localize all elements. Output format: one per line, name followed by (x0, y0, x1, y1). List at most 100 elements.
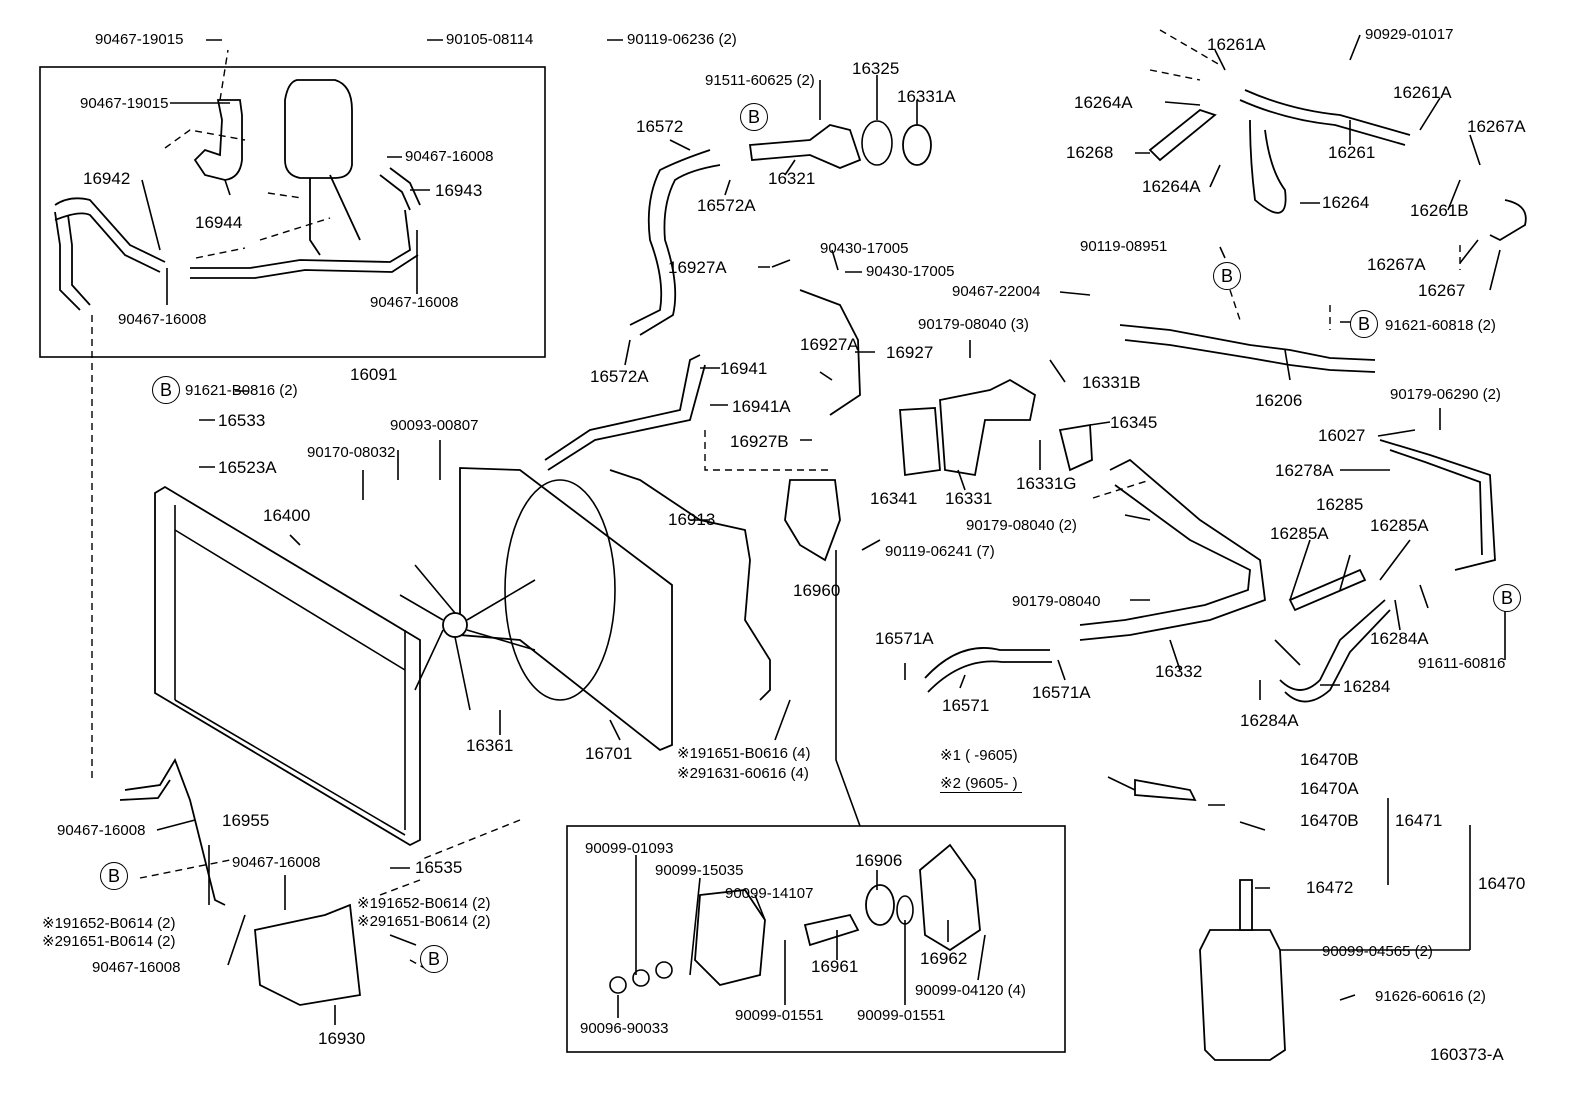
reservoir-group-box (39, 66, 546, 358)
label-16942: 16942 (83, 169, 131, 188)
label-90467-16008-d: 90467-16008 (57, 822, 146, 839)
label-16331B: 16331B (1082, 373, 1141, 392)
label-16533: 16533 (218, 411, 266, 430)
fan-16361 (399, 564, 536, 711)
hose-16267 (1489, 199, 1527, 242)
label-90099-01551-b: 90099-01551 (857, 1007, 946, 1024)
pipe-16027 (1379, 439, 1496, 571)
label-16261A-b: 16261A (1393, 83, 1452, 102)
cooler-16930 (254, 903, 361, 1006)
label-90467-16008-f: 90467-16008 (92, 959, 181, 976)
label-16285A-b: 16285A (1370, 516, 1429, 535)
label-90099-15035: 90099-15035 (655, 862, 744, 879)
label-16331: 16331 (945, 489, 993, 508)
label-90096-90033: 90096-90033 (580, 1020, 669, 1037)
label-16943: 16943 (435, 181, 483, 200)
label-16264A-b: 16264A (1142, 177, 1201, 196)
diagram-id: 160373-A (1430, 1045, 1504, 1064)
note-1-line: ※191651-B0616 (4) (677, 745, 811, 762)
mark-2: ※2 (677, 765, 698, 782)
label-91652-B0614-right: ※191652-B0614 (2) (357, 895, 491, 912)
gasket-16341 (899, 407, 941, 477)
code-91652-B0614: 91652-B0614 (2) (62, 915, 176, 932)
note-2-line: ※291631-60616 (4) (677, 765, 809, 782)
label-16284A-b: 16284A (1240, 711, 1299, 730)
label-16523A: 16523A (218, 458, 277, 477)
label-90099-04120: 90099-04120 (4) (915, 982, 1026, 999)
mark-1: ※1 (677, 745, 698, 762)
label-16572A-a: 16572A (697, 196, 756, 215)
inlet-16331 (939, 378, 1037, 477)
label-16285: 16285 (1316, 495, 1364, 514)
label-90099-14107: 90099-14107 (725, 885, 814, 902)
ref-b-marker: B (1213, 262, 1241, 290)
water-pump-16960-parts (609, 843, 981, 994)
ref-b-marker: B (1493, 584, 1521, 612)
label-90099-01093: 90099-01093 (585, 840, 674, 857)
label-16572A-b: 16572A (590, 367, 649, 386)
ref-b-marker: B (1350, 310, 1378, 338)
label-16955: 16955 (222, 811, 270, 830)
label-91651-B0614-left: ※291651-B0614 (2) (42, 933, 176, 950)
label-16331A: 16331A (897, 87, 956, 106)
label-16470B-b: 16470B (1300, 811, 1359, 830)
reserve-tank-16470 (1134, 778, 1286, 1061)
water-outlet-16321 (748, 124, 862, 169)
ref-b-marker: B (100, 862, 128, 890)
mark-1: ※1 (42, 915, 63, 932)
label-90099-04565: 90099-04565 (2) (1322, 943, 1433, 960)
ref-b-marker: B (152, 376, 180, 404)
label-16927A-b: 16927A (800, 335, 859, 354)
label-16261A-a: 16261A (1207, 35, 1266, 54)
label-16284: 16284 (1343, 677, 1391, 696)
range-note-1: ※1 ( -9605) (940, 747, 1018, 764)
label-16927B: 16927B (730, 432, 789, 451)
label-16571A-a: 16571A (875, 629, 934, 648)
label-16944: 16944 (195, 213, 243, 232)
code-91652-B0614: 91652-B0614 (2) (377, 895, 491, 912)
ref-b-marker: B (420, 945, 448, 973)
valve-16960 (784, 479, 841, 562)
label-16472: 16472 (1306, 878, 1354, 897)
label-16267: 16267 (1418, 281, 1466, 300)
thermostat-16331A (902, 124, 932, 166)
label-91651-B0616: 91651-B0616 (4) (697, 745, 811, 762)
label-16321: 16321 (768, 169, 816, 188)
mark-2: ※2 (357, 913, 378, 930)
label-91652-B0614-left: ※191652-B0614 (2) (42, 915, 176, 932)
label-16284A-a: 16284A (1370, 629, 1429, 648)
label-16261: 16261 (1328, 143, 1376, 162)
label-90179-06290: 90179-06290 (2) (1390, 386, 1501, 403)
label-90170-08032: 90170-08032 (307, 444, 396, 461)
label-16571: 16571 (942, 696, 990, 715)
label-16345: 16345 (1110, 413, 1158, 432)
label-16927: 16927 (886, 343, 934, 362)
hose-16261 (1239, 89, 1411, 146)
mark-1: ※1 (357, 895, 378, 912)
label-16091: 16091 (350, 365, 398, 384)
label-16960: 16960 (793, 581, 841, 600)
label-90430-b: 90430-17005 (866, 263, 955, 280)
label-90467-16008-c: 90467-16008 (118, 311, 207, 328)
label-16261B: 16261B (1410, 201, 1469, 220)
hose-16955 (119, 757, 226, 906)
label-90099-01551-a: 90099-01551 (735, 1007, 824, 1024)
label-16941A: 16941A (732, 397, 791, 416)
label-90119-06236: 90119-06236 (2) (627, 31, 737, 48)
label-90179-08040: 90179-08040 (1012, 593, 1101, 610)
label-91631-60616: 91631-60616 (4) (697, 765, 809, 782)
label-16941: 16941 (720, 359, 768, 378)
label-16285A-a: 16285A (1270, 524, 1329, 543)
label-16471: 16471 (1395, 811, 1443, 830)
label-16341: 16341 (870, 489, 918, 508)
label-91651-B0614-right: ※291651-B0614 (2) (357, 913, 491, 930)
label-90179-08040-2: 90179-08040 (2) (966, 517, 1077, 534)
label-16470: 16470 (1478, 874, 1526, 893)
radiator-16400 (91, 315, 521, 861)
label-90929-01017: 90929-01017 (1365, 26, 1454, 43)
water-pump-group-box (566, 825, 1066, 1053)
label-16906: 16906 (855, 851, 903, 870)
label-90467-22004: 90467-22004 (952, 283, 1041, 300)
label-16930: 16930 (318, 1029, 366, 1048)
